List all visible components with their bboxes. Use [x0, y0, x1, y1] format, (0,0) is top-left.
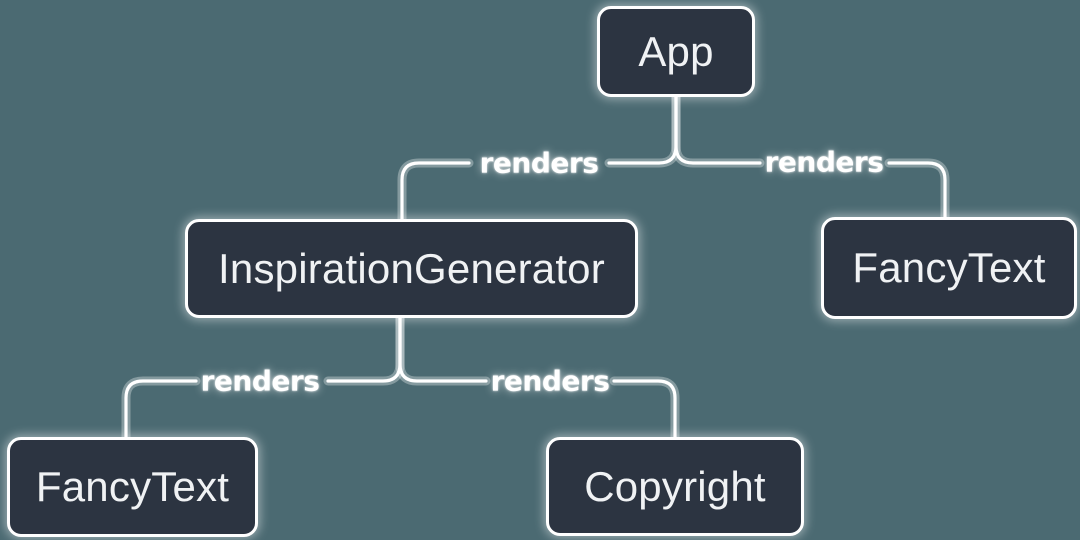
- edge-app-to-inspirationgenerator-line: [607, 94, 678, 165]
- node-fancy-text-bottom-label: FancyText: [35, 463, 230, 510]
- edge-app-to-fancytext-line-2: [887, 161, 947, 221]
- node-fancy-text-bottom: FancyText: [7, 437, 258, 537]
- node-fancy-text-top-label: FancyText: [852, 244, 1046, 291]
- node-copyright-label: Copyright: [584, 462, 766, 510]
- edge-app-to-inspirationgenerator-line-2: [400, 161, 471, 223]
- edge-label-app-inspirationgenerator: renders: [479, 146, 599, 180]
- edge-label-inspirationgenerator-fancytext: renders: [200, 364, 320, 398]
- node-inspiration-generator-label: InspirationGenerator: [218, 244, 605, 292]
- edge-inspirationgenerator-to-copyright-halo-2: [609, 376, 680, 444]
- edge-inspirationgenerator-to-fancytext-halo: [323, 312, 405, 386]
- edge-label-app-fancytext: renders: [764, 145, 884, 179]
- edge-app-to-inspirationgenerator-halo-2: [397, 158, 474, 226]
- node-copyright: Copyright: [546, 437, 804, 536]
- edge-inspirationgenerator-to-copyright-halo: [395, 312, 491, 386]
- edge-inspirationgenerator-to-fancytext-line-2: [124, 379, 198, 441]
- edge-app-to-fancytext-line: [674, 94, 762, 165]
- edge-inspirationgenerator-to-copyright-line-2: [612, 379, 677, 441]
- node-app-label: App: [638, 27, 714, 75]
- node-inspiration-generator: InspirationGenerator: [185, 219, 638, 318]
- edge-inspirationgenerator-to-copyright-line: [398, 315, 488, 383]
- edge-label-inspirationgenerator-copyright: renders: [490, 364, 610, 398]
- edge-app-to-fancytext-halo-2: [884, 158, 950, 224]
- edge-app-to-fancytext-halo: [671, 91, 765, 168]
- node-app: App: [597, 6, 755, 97]
- edge-inspirationgenerator-to-fancytext-line: [326, 315, 402, 383]
- edge-inspirationgenerator-to-fancytext-halo-2: [121, 376, 201, 444]
- edge-app-to-inspirationgenerator-halo: [604, 91, 681, 168]
- node-fancy-text-top: FancyText: [821, 217, 1077, 319]
